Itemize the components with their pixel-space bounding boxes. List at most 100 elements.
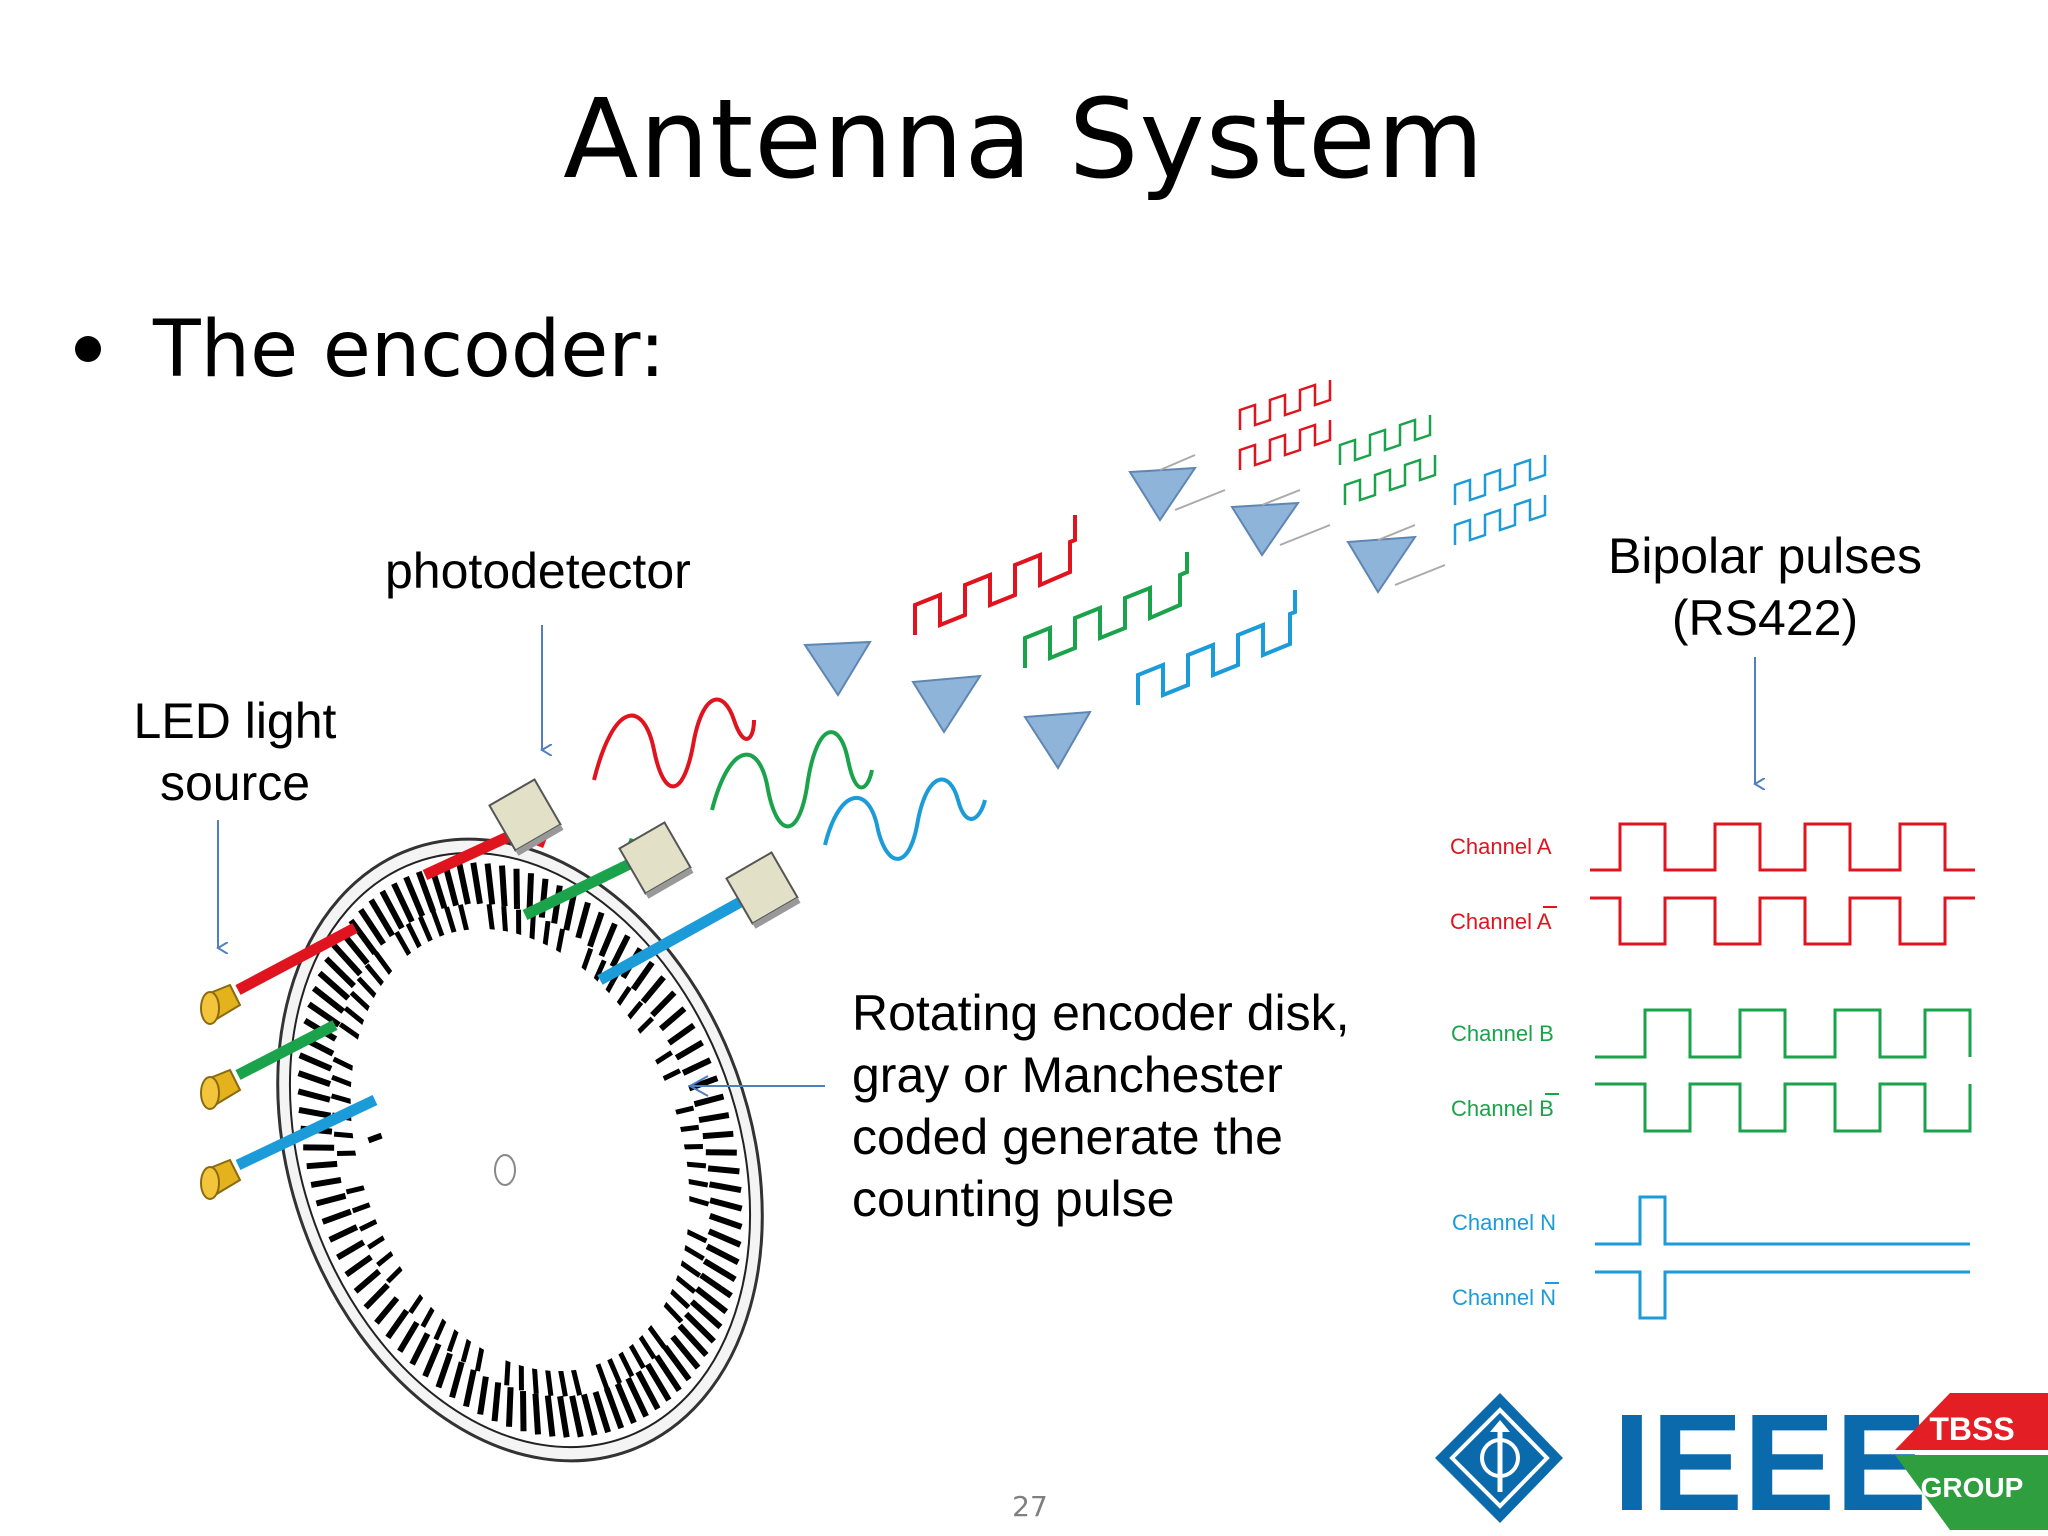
disk-code-mark xyxy=(658,1006,687,1032)
disk-code-mark xyxy=(532,1393,542,1435)
disk-code-mark xyxy=(569,1395,584,1438)
disk-code-mark xyxy=(344,1254,373,1278)
disk-code-mark xyxy=(409,1332,431,1366)
disk-code-mark xyxy=(506,1387,514,1427)
disk-code-mark xyxy=(625,1377,649,1418)
disk-code-mark xyxy=(609,934,631,968)
disk-code-mark xyxy=(353,1268,382,1294)
disk-code-mark xyxy=(592,1391,611,1434)
disk-code-mark xyxy=(698,1112,730,1124)
digital-signals xyxy=(913,515,1297,705)
tbss-group-logo: TBSS GROUP xyxy=(1895,1393,2048,1530)
disk-code-mark xyxy=(385,1308,410,1340)
disk-code-mark xyxy=(324,956,356,989)
disk-code-mark xyxy=(297,1070,332,1087)
bullet-item: The encoder: xyxy=(75,305,665,395)
disk-code-mark xyxy=(645,1362,672,1402)
waveform-channel-a xyxy=(1590,822,1975,872)
disk-code-mark xyxy=(307,1001,341,1028)
led-label-line-2: source xyxy=(159,755,311,811)
channel-a-label: Channel A xyxy=(1450,834,1552,859)
output-waveforms xyxy=(1590,822,1975,1320)
disk-desc-line-2: gray or Manchester xyxy=(852,1047,1283,1103)
disk-code-mark xyxy=(328,1224,359,1243)
disk-code-mark xyxy=(363,1282,390,1310)
disk-code-mark xyxy=(575,901,591,939)
disk-code-mark xyxy=(391,882,415,923)
bipolar-label-line-1: Bipolar pulses xyxy=(1607,528,1923,584)
disk-code-mark xyxy=(520,1391,527,1432)
disk-code-mark xyxy=(348,918,378,956)
disk-code-mark xyxy=(368,898,395,938)
disk-code-mark xyxy=(470,862,483,905)
disk-code-mark xyxy=(422,1342,442,1378)
disk-code-mark xyxy=(442,864,459,907)
disk-desc-line-4: counting pulse xyxy=(852,1171,1175,1227)
disk-code-mark xyxy=(526,873,534,913)
disk-code-mark xyxy=(650,990,677,1018)
led-label-line-1: LED light xyxy=(133,693,337,749)
disk-code-mark xyxy=(581,1393,598,1436)
bipolar-label-line-2: (RS422) xyxy=(1671,590,1859,646)
disk-code-mark xyxy=(317,970,351,1001)
disk-code-mark xyxy=(684,1311,716,1344)
disk-code-mark xyxy=(667,1022,696,1046)
disk-code-mark xyxy=(598,922,618,958)
channel-n-bar-label: Channel N xyxy=(1452,1285,1556,1311)
waveform-channel-n-bar xyxy=(1595,1270,1970,1320)
channel-b-bar-label: Channel B xyxy=(1451,1096,1554,1122)
bipolar-pulses-label: Bipolar pulses (RS422) xyxy=(1595,525,1935,649)
bullet-text: The encoder: xyxy=(153,305,666,395)
disk-code-mark xyxy=(315,1192,347,1207)
channel-a-bar-text: Channel A xyxy=(1450,909,1552,934)
disk-code-mark xyxy=(563,892,577,931)
disk-code-mark xyxy=(640,975,666,1004)
disk-code-mark xyxy=(463,1369,477,1408)
channel-b-bar-text: Channel B xyxy=(1451,1096,1554,1121)
disk-code-mark xyxy=(415,870,437,913)
disk-code-mark xyxy=(674,1039,704,1061)
channel-b-label: Channel B xyxy=(1451,1021,1554,1046)
disk-code-mark xyxy=(630,960,655,992)
disk-code-mark xyxy=(321,1208,352,1225)
channel-a-bar-label: Channel A xyxy=(1450,909,1552,935)
channel-n-label: Channel N xyxy=(1452,1210,1556,1235)
disk-code-mark xyxy=(310,1176,342,1188)
disk-code-mark xyxy=(491,1382,502,1422)
slide-title: Antenna System xyxy=(563,75,1485,203)
disk-code-mark xyxy=(311,985,346,1014)
led-blue xyxy=(200,1158,242,1200)
disk-code-mark xyxy=(557,1395,570,1438)
led-source-label: LED light source xyxy=(130,690,340,814)
led-green xyxy=(200,1068,242,1110)
waveform-channel-b-bar xyxy=(1595,1082,1972,1133)
disk-hub-hole xyxy=(494,1154,516,1186)
encoder-disk-description: Rotating encoder disk, gray or Mancheste… xyxy=(852,982,1350,1230)
disk-code-mark xyxy=(484,863,496,905)
disk-code-mark xyxy=(689,1299,723,1330)
photodetector-label: photodetector xyxy=(385,543,691,599)
disk-code-mark xyxy=(709,1197,743,1212)
disk-code-mark xyxy=(693,1093,725,1108)
disk-code-mark xyxy=(513,868,520,909)
disk-code-mark xyxy=(702,1258,737,1282)
ieee-logo-text: IEEE xyxy=(1613,1386,1927,1536)
disk-code-mark xyxy=(603,1387,625,1430)
led-sources xyxy=(200,983,242,1200)
disk-code-mark xyxy=(374,1296,400,1325)
disk-code-mark xyxy=(677,1323,709,1357)
disk-code-mark xyxy=(708,1181,742,1194)
waveform-channel-n xyxy=(1595,1195,1970,1246)
disk-code-mark xyxy=(702,1130,734,1140)
disk-code-mark xyxy=(635,1370,661,1411)
disk-code-mark xyxy=(662,1344,692,1382)
channel-n-bar-text: Channel N xyxy=(1452,1285,1556,1310)
disk-code-mark xyxy=(379,889,405,930)
photodetectors xyxy=(488,778,801,929)
amplifier-triangles xyxy=(803,454,1446,770)
disk-code-mark xyxy=(298,1052,333,1072)
disk-code-mark xyxy=(498,865,508,907)
disk-code-mark xyxy=(708,1213,743,1230)
disk-code-mark xyxy=(681,1057,712,1076)
